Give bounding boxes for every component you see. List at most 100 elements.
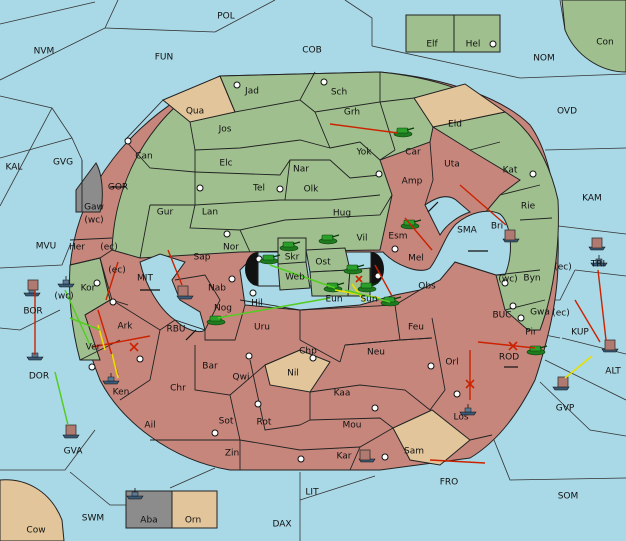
label-pir: Pir — [525, 328, 537, 338]
label-mit: MIT — [137, 274, 153, 284]
label-orn: Orn — [185, 516, 201, 526]
label-amp: Amp — [402, 177, 423, 187]
region-labels: POL NVM FUN COB NOM Elf Hel Con OVD KAL … — [6, 12, 622, 536]
label-ec3: (ec) — [554, 263, 572, 273]
label-gvp: GVP — [556, 404, 575, 414]
label-eld: Eld — [448, 120, 462, 130]
label-kup: KUP — [571, 328, 589, 338]
label-con: Con — [596, 38, 614, 48]
label-kar: Kar — [337, 452, 352, 462]
orders-green — [54, 264, 391, 426]
label-cow: Cow — [26, 526, 45, 536]
label-sam: Sam — [404, 447, 424, 457]
label-wc1: (wc) — [84, 216, 103, 226]
label-obs: Obs — [418, 282, 436, 292]
label-ovd: OVD — [557, 107, 577, 117]
label-gur: Gur — [157, 208, 174, 218]
province-borders — [69, 71, 553, 471]
label-rot: Rot — [257, 418, 272, 428]
label-neu: Neu — [367, 348, 385, 358]
label-kal: KAL — [6, 163, 23, 173]
label-rbu: RBU — [166, 325, 185, 335]
label-bor: BOR — [23, 307, 42, 317]
label-zin: Zin — [225, 449, 239, 459]
label-ail: Ail — [144, 421, 155, 431]
label-fun: FUN — [155, 53, 174, 63]
label-hil: Hil — [251, 299, 263, 309]
label-skr: Skr — [285, 253, 300, 263]
label-ec1: (ec) — [100, 243, 118, 253]
label-nor: Nor — [223, 243, 239, 253]
label-her: Her — [69, 243, 85, 253]
label-yok: Yok — [355, 148, 372, 158]
label-alt: ALT — [605, 367, 621, 377]
label-kor: Kor — [81, 284, 96, 294]
label-ec4: (ec) — [552, 309, 570, 319]
label-aba: Aba — [140, 516, 157, 526]
label-lit: LIT — [305, 488, 319, 498]
label-bri: Bri — [491, 222, 503, 232]
label-sch: Sch — [331, 88, 347, 98]
move-arrows — [110, 186, 518, 368]
label-bar: Bar — [202, 362, 218, 372]
label-elf: Elf — [426, 40, 438, 50]
label-jad: Jad — [244, 87, 259, 97]
order-crosses — [129, 275, 518, 389]
label-lan: Lan — [202, 208, 218, 218]
label-uta: Uta — [444, 160, 460, 170]
label-uru: Uru — [254, 323, 270, 333]
label-nil: Nil — [287, 369, 299, 379]
label-nog: Nog — [214, 304, 232, 314]
label-grh: Grh — [344, 108, 360, 118]
label-olk: Olk — [304, 185, 320, 195]
label-mou: Mou — [343, 421, 362, 431]
label-som: SOM — [558, 492, 579, 502]
label-gwa: Gwa — [530, 308, 550, 318]
label-ec2: (ec) — [108, 266, 126, 276]
label-nvm: NVM — [34, 47, 55, 57]
label-ken: Ken — [113, 388, 130, 398]
label-sot: Sot — [219, 417, 234, 427]
label-qua: Qua — [186, 107, 204, 117]
label-pol: POL — [217, 12, 235, 22]
label-web: Web — [285, 273, 305, 283]
label-mvu: MVU — [36, 242, 57, 252]
label-car: Car — [405, 148, 421, 158]
label-hug: Hug — [333, 209, 351, 219]
label-hel: Hel — [466, 40, 481, 50]
label-chp: Chp — [299, 347, 317, 357]
label-gaw: Gaw — [84, 203, 104, 213]
label-mel: Mel — [408, 254, 424, 264]
label-gor: GOR — [108, 183, 128, 193]
label-kam: KAM — [582, 194, 602, 204]
label-nar: Nar — [293, 165, 309, 175]
retreat-markers — [27, 229, 616, 461]
label-dax: DAX — [272, 520, 291, 530]
label-can: Can — [135, 152, 153, 162]
label-wc3: (wc) — [54, 292, 73, 302]
label-buc: BUC — [492, 311, 511, 321]
label-byn: Byn — [523, 274, 540, 284]
label-jos: Jos — [218, 125, 232, 135]
label-ost: Ost — [315, 258, 331, 268]
label-chr: Chr — [170, 384, 186, 394]
label-feu: Feu — [408, 323, 424, 333]
label-swm: SWM — [82, 514, 104, 524]
label-esm: Esm — [388, 232, 407, 242]
label-los: Los — [453, 413, 468, 423]
label-gvg: GVG — [53, 158, 73, 168]
label-orl: Orl — [445, 358, 458, 368]
label-eun: Eun — [325, 295, 342, 305]
label-fro: FRO — [440, 478, 459, 488]
label-wc2: (wc) — [498, 275, 517, 285]
label-dor: DOR — [29, 372, 49, 382]
label-rie: Rie — [521, 202, 536, 212]
label-nom: NOM — [533, 54, 555, 64]
label-tri: TRI — [590, 260, 605, 270]
label-elc: Elc — [219, 159, 232, 169]
label-nab: Nab — [208, 284, 226, 294]
label-vil: Vil — [357, 234, 368, 244]
label-rod: ROD — [499, 353, 519, 363]
